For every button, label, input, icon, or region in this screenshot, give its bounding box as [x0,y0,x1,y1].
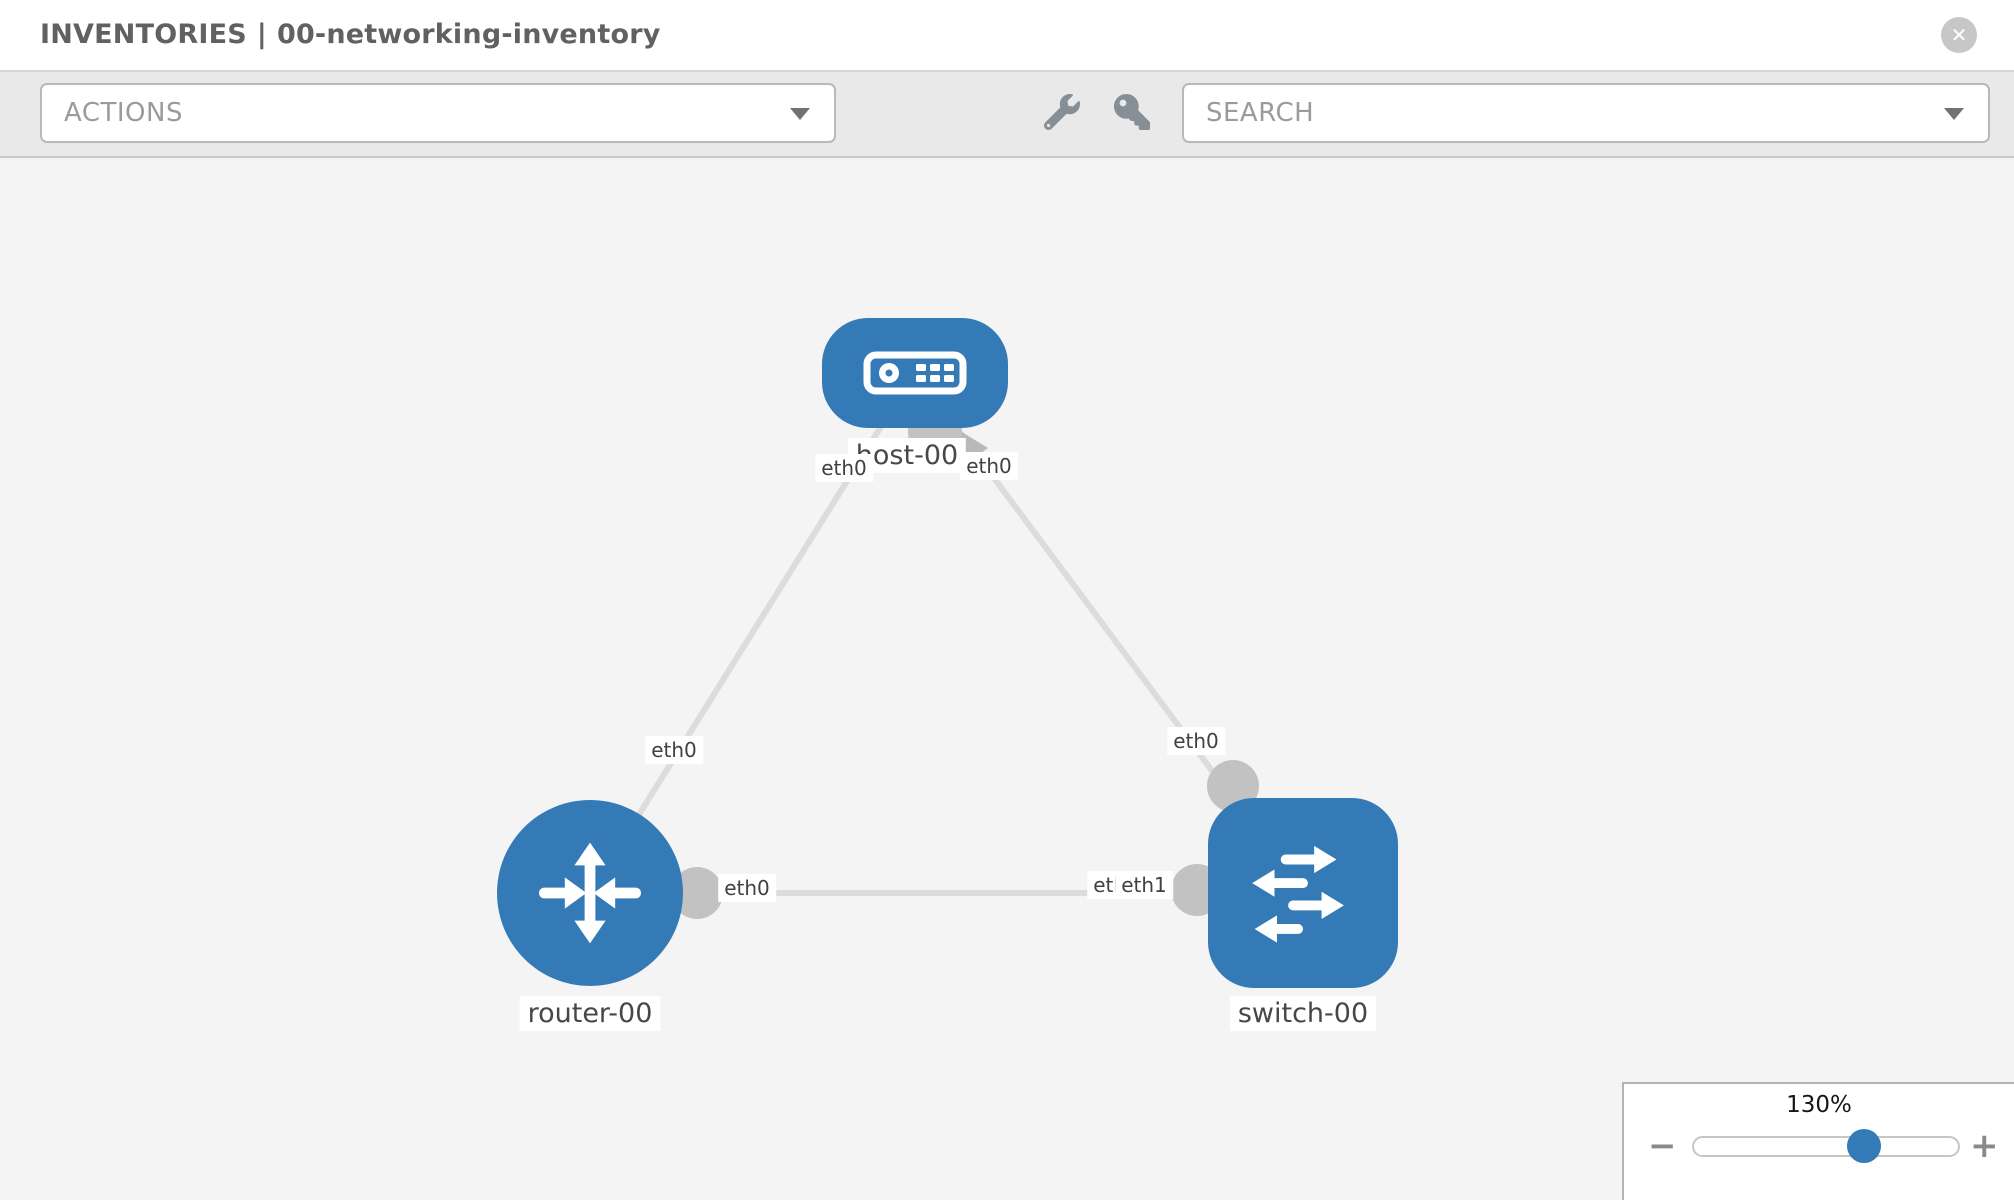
search-dropdown-label: SEARCH [1206,98,1315,128]
zoom-level-value: 130% [1786,1092,1852,1118]
port-label-switch-left-front: eth1 [1115,871,1173,899]
zoom-out-button[interactable]: − [1648,1126,1677,1166]
topology-canvas[interactable]: host-00 router-00 switch-00 eth0 eth0 et… [0,158,2014,1200]
port-label-router-right: eth0 [718,874,776,902]
topology-edges [587,370,1306,919]
port-label-switch-top: eth0 [1167,727,1225,755]
wrench-icon [1043,94,1080,131]
node-router-00[interactable] [497,800,683,986]
switch-icon [1252,845,1344,943]
zoom-slider-track[interactable] [1692,1136,1960,1157]
credentials-button[interactable] [1114,94,1154,134]
node-host-00[interactable] [822,318,1008,428]
router-icon [539,842,641,944]
zoom-in-button[interactable]: + [1970,1126,1999,1166]
host-icon [863,351,967,395]
close-button[interactable]: ✕ [1941,17,1977,53]
chevron-down-icon [790,108,810,120]
window-header: INVENTORIES | 00-networking-inventory ✕ [0,0,2014,72]
port-label-host-left: eth0 [815,454,873,482]
node-label-host: host-00 [847,438,967,473]
toolbar: ACTIONS SEARCH [0,72,2014,158]
actions-dropdown-label: ACTIONS [64,98,183,128]
node-label-router: router-00 [519,996,661,1031]
search-dropdown[interactable]: SEARCH [1182,83,1990,143]
port-label-router-top: eth0 [645,736,703,764]
key-icon [1114,94,1150,130]
inventory-name: 00-networking-inventory [276,19,661,50]
zoom-slider-thumb[interactable] [1847,1129,1881,1163]
actions-dropdown[interactable]: ACTIONS [40,83,836,143]
page-title: INVENTORIES | 00-networking-inventory [40,0,661,70]
close-icon: ✕ [1950,23,1968,47]
breadcrumb-separator: | [256,19,267,50]
node-switch-00[interactable] [1208,798,1398,988]
breadcrumb-section: INVENTORIES [40,19,247,50]
configure-button[interactable] [1043,94,1084,134]
node-label-switch: switch-00 [1229,996,1377,1031]
port-label-host-right: eth0 [960,452,1018,480]
chevron-down-icon [1944,108,1964,120]
zoom-control-panel: 130% − + [1622,1082,2014,1200]
connector-dot-router-right [671,867,723,919]
